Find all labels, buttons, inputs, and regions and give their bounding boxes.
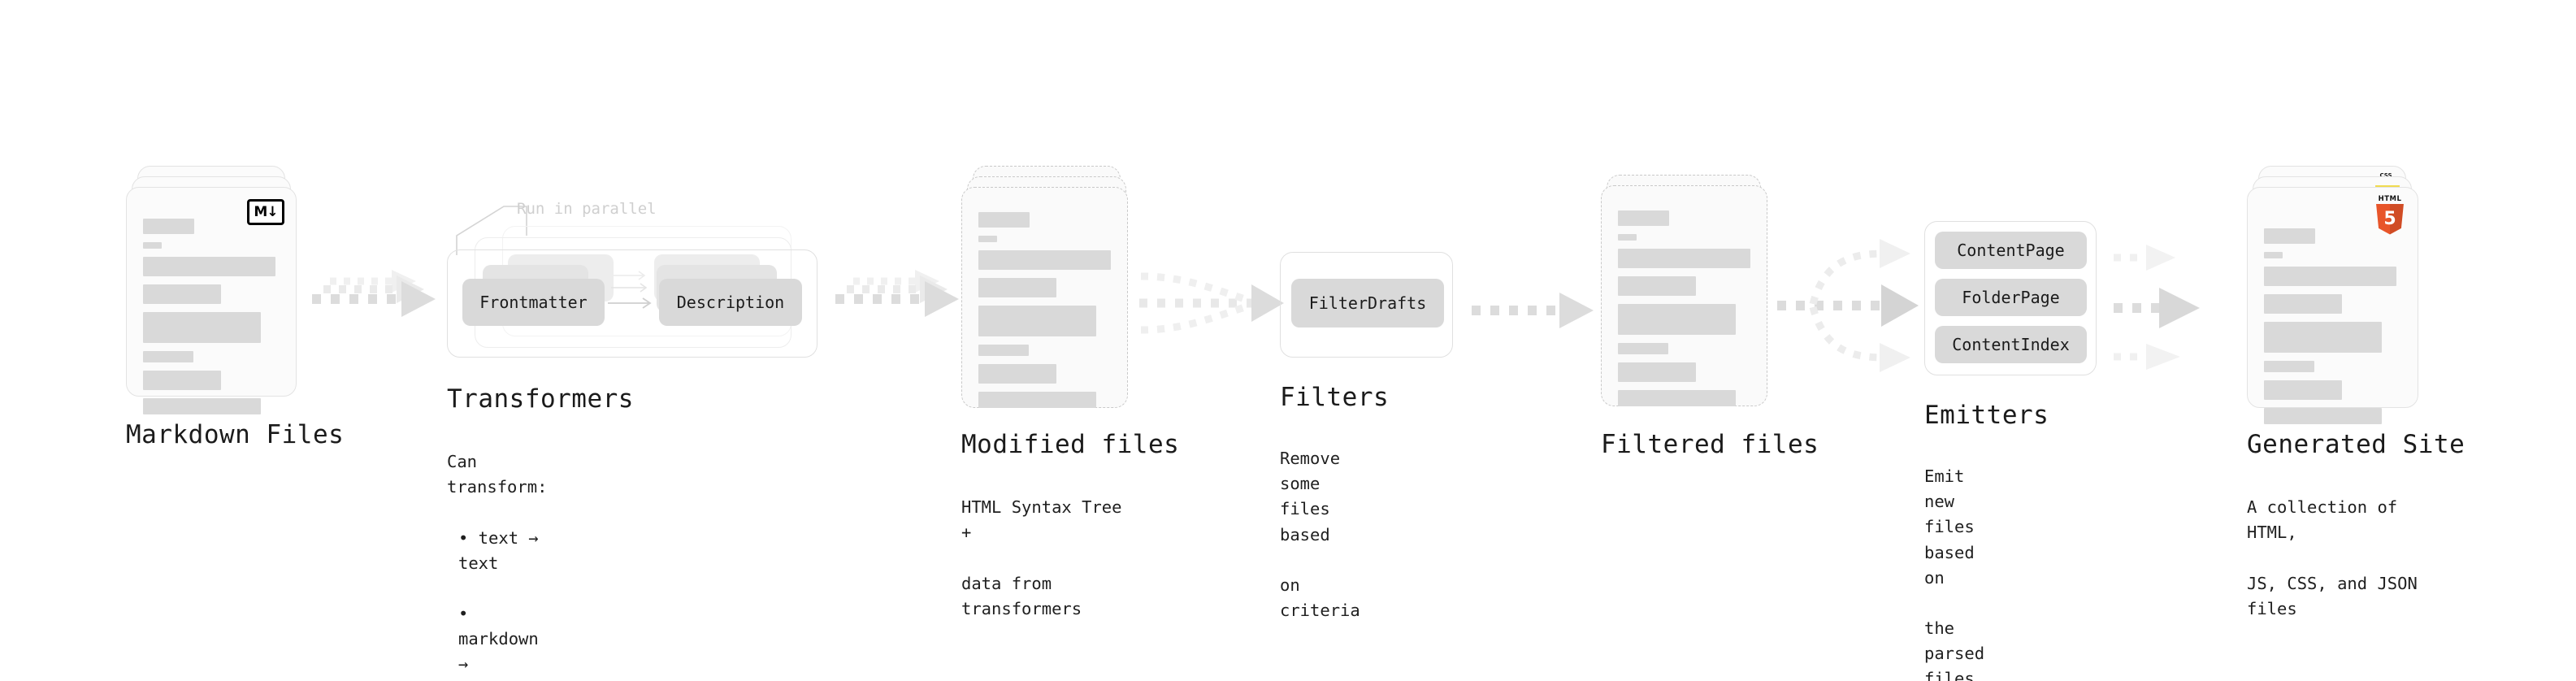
connector-arrow-2 — [830, 267, 977, 340]
transformers-desc-header: Can transform: — [447, 452, 548, 497]
skeleton-bar — [1618, 362, 1696, 382]
modified-files-desc-line-2: data from transformers — [961, 573, 1082, 618]
connector-arrow-3-merge — [1136, 258, 1290, 351]
html5-icon-label: HTML — [2378, 195, 2402, 203]
emitters-chip-contentpage-label: ContentPage — [1957, 241, 2065, 260]
skeleton-bar — [978, 306, 1096, 336]
filtered-file-stack — [1601, 175, 1772, 406]
skeleton-bar — [2264, 380, 2342, 400]
skeleton-bar — [978, 392, 1096, 408]
filters-desc-line-2: on criteria — [1280, 575, 1360, 621]
skeleton-bar — [1618, 234, 1637, 241]
transformer-inner-arrows — [611, 271, 648, 293]
generated-site-desc-line-2: JS, CSS, and JSON files — [2247, 573, 2418, 618]
filtered-card-front — [1601, 185, 1767, 406]
skeleton-bar — [1618, 390, 1736, 406]
filters-title: Filters — [1280, 383, 1390, 412]
skeleton-bar — [978, 364, 1056, 384]
skeleton-bar — [2264, 267, 2396, 286]
generated-site-desc-line-1: A collection of HTML, — [2247, 497, 2398, 543]
filters-description: Remove some files based on criteria — [1280, 421, 1360, 648]
skeleton-bar — [2264, 322, 2382, 353]
transformer-chip-frontmatter-label: Frontmatter — [479, 293, 588, 312]
skeleton-bar — [143, 351, 193, 362]
skeleton-bar — [978, 278, 1056, 297]
generated-site-stack: CSS HTML 5 — [2247, 166, 2422, 424]
skeleton-bar — [1618, 249, 1750, 268]
transformer-main-inner-arrow — [608, 297, 652, 309]
modified-files-title: Modified files — [961, 430, 1180, 459]
generated-card-front: HTML 5 — [2247, 187, 2418, 424]
skeleton-bar — [143, 284, 221, 304]
emitters-title: Emitters — [1924, 401, 2049, 430]
skeleton-bar — [978, 345, 1029, 356]
modified-files-description: HTML Syntax Tree + data from transformer… — [961, 470, 1132, 647]
css-icon-label: CSS — [2379, 172, 2392, 179]
emitters-chip-folderpage-label: FolderPage — [1962, 288, 2060, 307]
html5-icon: HTML 5 — [2373, 196, 2407, 235]
skeleton-bar — [143, 312, 261, 343]
skeleton-bar — [1618, 304, 1736, 335]
skeleton-bar — [978, 236, 997, 242]
skeleton-bar — [143, 257, 275, 276]
emitters-description: Emit new files based on the parsed files — [1924, 439, 1984, 681]
skeleton-bar — [978, 250, 1111, 270]
transformers-title: Transformers — [447, 384, 634, 414]
stage-generated-site: CSS HTML 5 — [2247, 166, 2465, 618]
filters-group-box — [1280, 252, 1453, 358]
generated-site-title: Generated Site — [2247, 430, 2465, 459]
filters-desc-line-1: Remove some files based — [1280, 449, 1341, 544]
transformer-group-front — [447, 249, 817, 358]
skeleton-bar — [1618, 343, 1668, 354]
transformers-description: Can transform: • text → text • markdown … — [447, 424, 547, 681]
stage-markdown-files: M↓ M↓ M↓ — [126, 166, 344, 449]
filtered-card-skeleton — [1618, 210, 1750, 414]
generated-card-skeleton — [2264, 228, 2401, 432]
run-in-parallel-leader-line — [456, 206, 527, 255]
emitters-desc-line-2: the parsed files — [1924, 618, 1985, 681]
connector-arrow-4 — [1467, 286, 1605, 338]
transformers-bullet-1: • markdown → markdown — [458, 604, 539, 681]
emitters-chip-contentindex-label: ContentIndex — [1952, 335, 2070, 354]
skeleton-bar — [2264, 361, 2314, 372]
run-in-parallel-note: Run in parallel — [517, 200, 657, 218]
stage-modified-files: Modified files HTML Syntax Tree + data f… — [961, 166, 1179, 618]
modified-files-desc-line-1: HTML Syntax Tree + — [961, 497, 1122, 543]
skeleton-bar — [143, 398, 261, 414]
transformer-chip-description-label: Description — [676, 293, 785, 312]
skeleton-bar — [2264, 228, 2315, 244]
skeleton-bar — [143, 242, 162, 249]
skeleton-bar — [2264, 408, 2382, 424]
skeleton-bar — [2264, 252, 2283, 258]
markdown-icon: M↓ — [247, 199, 284, 225]
emitters-group-box — [1924, 221, 2097, 375]
skeleton-bar — [1618, 276, 1696, 296]
stage-filtered-files: Filtered files — [1601, 175, 1819, 458]
connector-arrow-1 — [307, 267, 453, 340]
markdown-files-title: Markdown Files — [126, 420, 345, 449]
skeleton-bar — [143, 219, 194, 234]
markdown-badge-label: M↓ — [254, 203, 278, 220]
modified-file-stack — [961, 166, 1132, 408]
skeleton-bar — [1618, 210, 1669, 226]
filtered-files-title: Filtered files — [1601, 430, 1819, 459]
skeleton-bar — [2264, 294, 2342, 314]
skeleton-bar — [143, 371, 221, 390]
modified-card-skeleton — [978, 212, 1111, 416]
emitters-desc-line-1: Emit new files based on — [1924, 466, 1975, 588]
connector-arrow-6 — [2109, 231, 2255, 380]
connector-arrow-5-fanout — [1776, 234, 1926, 384]
skeleton-bar — [978, 212, 1030, 228]
filters-chip-filterdrafts-label: FilterDrafts — [1308, 293, 1427, 313]
markdown-card-front: M↓ — [126, 187, 297, 414]
modified-card-front — [961, 187, 1128, 408]
generated-site-description: A collection of HTML, JS, CSS, and JSON … — [2247, 470, 2422, 647]
markdown-card-skeleton — [143, 219, 280, 423]
html5-icon-digit: 5 — [2383, 208, 2396, 229]
transformers-bullet-0: • text → text — [458, 527, 539, 573]
markdown-file-stack: M↓ M↓ M↓ — [126, 166, 297, 414]
